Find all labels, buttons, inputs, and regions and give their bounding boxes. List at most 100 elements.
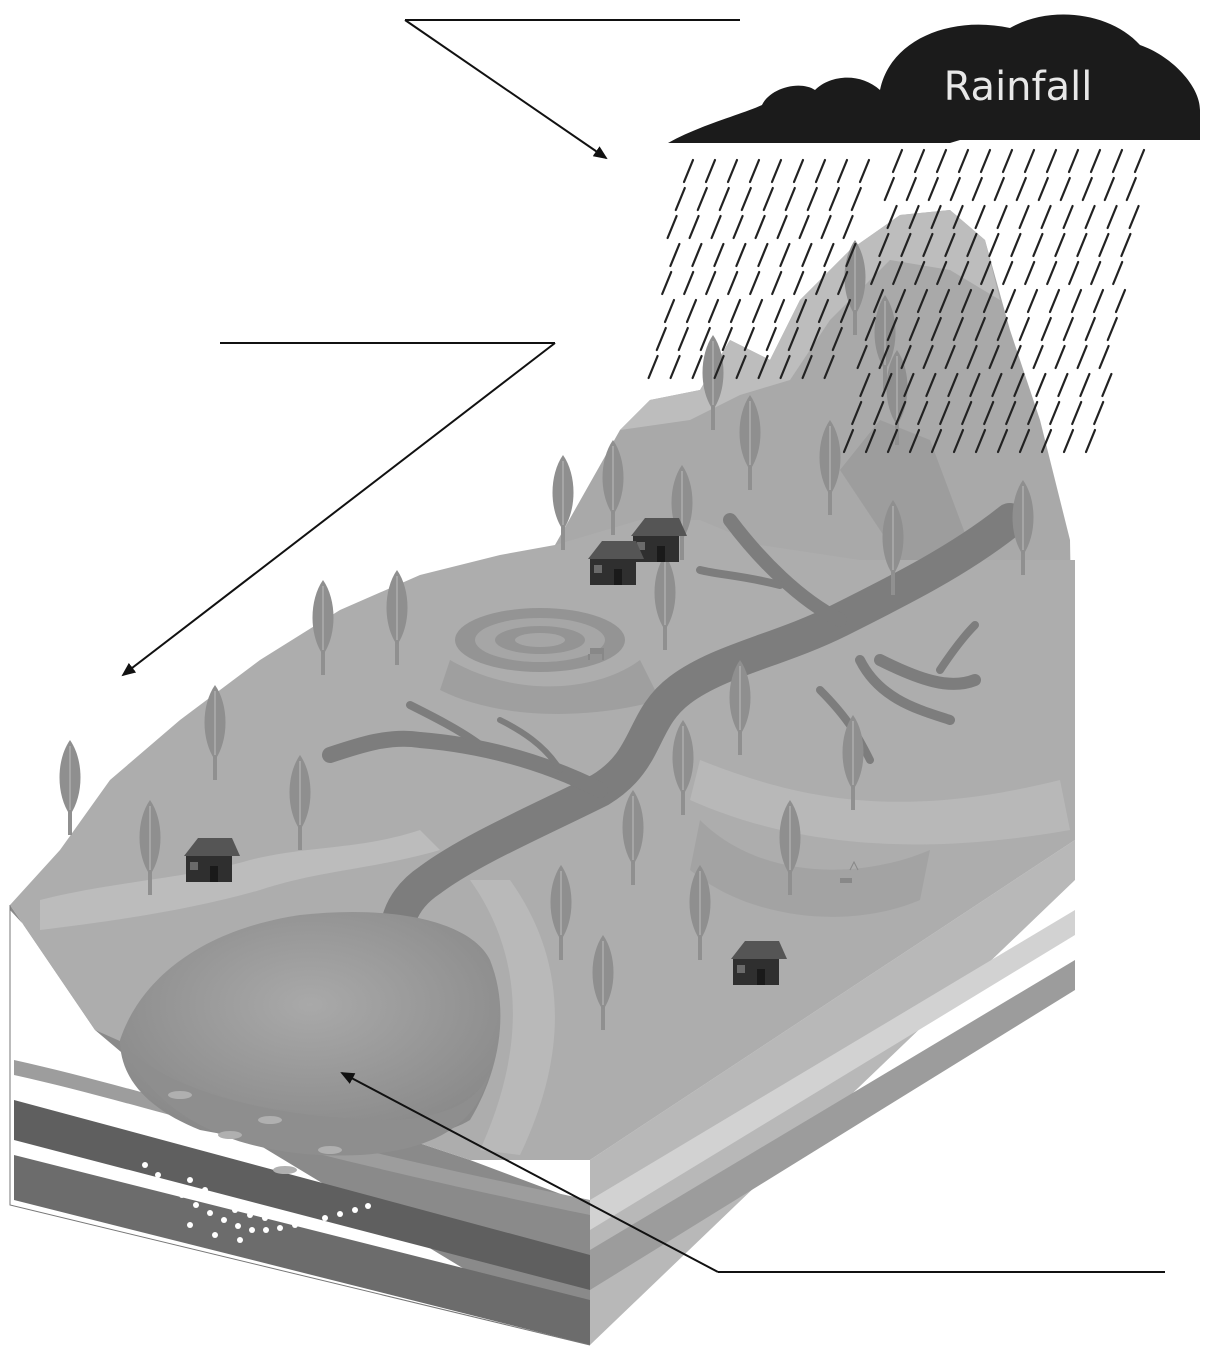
rain-streak bbox=[1006, 290, 1015, 312]
rain-streak bbox=[800, 216, 809, 238]
rain-streak bbox=[1135, 150, 1144, 172]
rain-streak bbox=[1094, 290, 1103, 312]
rain-streak bbox=[1039, 178, 1048, 200]
rain-streak bbox=[731, 300, 740, 322]
rain-streak bbox=[794, 160, 803, 182]
rain-streak bbox=[1127, 178, 1136, 200]
rain-streak bbox=[1072, 290, 1081, 312]
rain-streak bbox=[693, 356, 702, 378]
rain-streak bbox=[1108, 318, 1117, 340]
rain-streak bbox=[1050, 402, 1059, 424]
rain-streak bbox=[959, 150, 968, 172]
rain-streak bbox=[1047, 150, 1056, 172]
rain-streak bbox=[1061, 178, 1070, 200]
rain-streak bbox=[981, 150, 990, 172]
rain-streak bbox=[1056, 346, 1065, 368]
rain-streak bbox=[1036, 374, 1045, 396]
rain-streak bbox=[775, 300, 784, 322]
rain-streak bbox=[885, 178, 894, 200]
rain-streak bbox=[1055, 234, 1064, 256]
rain-streak bbox=[1078, 346, 1087, 368]
rain-streak bbox=[1083, 178, 1092, 200]
rain-streak bbox=[852, 188, 861, 210]
rain-streak bbox=[1113, 262, 1122, 284]
rain-streak bbox=[989, 234, 998, 256]
rain-streak bbox=[750, 160, 759, 182]
rain-cloud: Rainfall bbox=[668, 15, 1200, 143]
rain-streak bbox=[679, 328, 688, 350]
rain-streak bbox=[830, 188, 839, 210]
rain-streak bbox=[998, 206, 1007, 228]
rain-streak bbox=[728, 160, 737, 182]
rain-streak bbox=[1058, 374, 1067, 396]
rain-streak bbox=[665, 300, 674, 322]
rain-streak bbox=[1091, 262, 1100, 284]
rain-streak bbox=[772, 160, 781, 182]
rain-streak bbox=[1003, 262, 1012, 284]
rain-streak bbox=[1108, 206, 1117, 228]
rain-streak bbox=[1033, 234, 1042, 256]
rain-streak bbox=[1025, 262, 1034, 284]
rain-streak bbox=[1072, 402, 1081, 424]
rain-streak bbox=[758, 244, 767, 266]
rain-streak bbox=[670, 244, 679, 266]
rain-streak bbox=[1020, 318, 1029, 340]
rain-streak bbox=[767, 328, 776, 350]
rain-streak bbox=[1050, 290, 1059, 312]
rain-streak bbox=[937, 150, 946, 172]
rain-streak bbox=[1020, 206, 1029, 228]
rain-streak bbox=[684, 272, 693, 294]
rain-streak bbox=[1069, 262, 1078, 284]
rain-streak bbox=[1064, 206, 1073, 228]
rain-streak bbox=[1113, 150, 1122, 172]
rain-streak bbox=[1017, 178, 1026, 200]
rain-streak bbox=[1080, 374, 1089, 396]
rain-streak bbox=[1105, 178, 1114, 200]
rain-streak bbox=[1100, 346, 1109, 368]
rain-streak bbox=[712, 216, 721, 238]
rain-streak bbox=[1086, 206, 1095, 228]
rain-streak bbox=[951, 178, 960, 200]
rain-streak bbox=[907, 178, 916, 200]
rain-streak bbox=[838, 160, 847, 182]
rain-streak bbox=[802, 244, 811, 266]
rain-streak bbox=[816, 160, 825, 182]
rain-streak bbox=[822, 216, 831, 238]
rain-streak bbox=[1042, 206, 1051, 228]
rain-streak bbox=[1130, 206, 1139, 228]
rain-streak bbox=[1042, 318, 1051, 340]
rain-streak bbox=[750, 272, 759, 294]
cloud-label: Rainfall bbox=[944, 64, 1093, 110]
rain-streak bbox=[692, 244, 701, 266]
rain-streak bbox=[1034, 346, 1043, 368]
rain-streak bbox=[745, 328, 754, 350]
rain-streak bbox=[709, 300, 718, 322]
rain-streak bbox=[676, 188, 685, 210]
rain-streak bbox=[893, 150, 902, 172]
rain-streak bbox=[1086, 318, 1095, 340]
rain-streak bbox=[736, 244, 745, 266]
rain-streak bbox=[824, 244, 833, 266]
rain-streak bbox=[1028, 290, 1037, 312]
rain-streak bbox=[1064, 318, 1073, 340]
rain-streak bbox=[714, 244, 723, 266]
rain-streak bbox=[1086, 430, 1095, 452]
rain-streak bbox=[915, 150, 924, 172]
rain-streak bbox=[1091, 150, 1100, 172]
rain-streak bbox=[1116, 290, 1125, 312]
rain-streak bbox=[1003, 150, 1012, 172]
rain-streak bbox=[753, 300, 762, 322]
rain-streak bbox=[844, 216, 853, 238]
rain-streak bbox=[668, 216, 677, 238]
rain-streak bbox=[1121, 234, 1130, 256]
rain-streak bbox=[1047, 262, 1056, 284]
rain-streak bbox=[772, 272, 781, 294]
rain-streak bbox=[995, 178, 1004, 200]
rain-streak bbox=[720, 188, 729, 210]
rain-streak bbox=[778, 216, 787, 238]
rain-streak bbox=[860, 160, 869, 182]
rain-streak bbox=[808, 188, 817, 210]
rain-streak bbox=[690, 216, 699, 238]
